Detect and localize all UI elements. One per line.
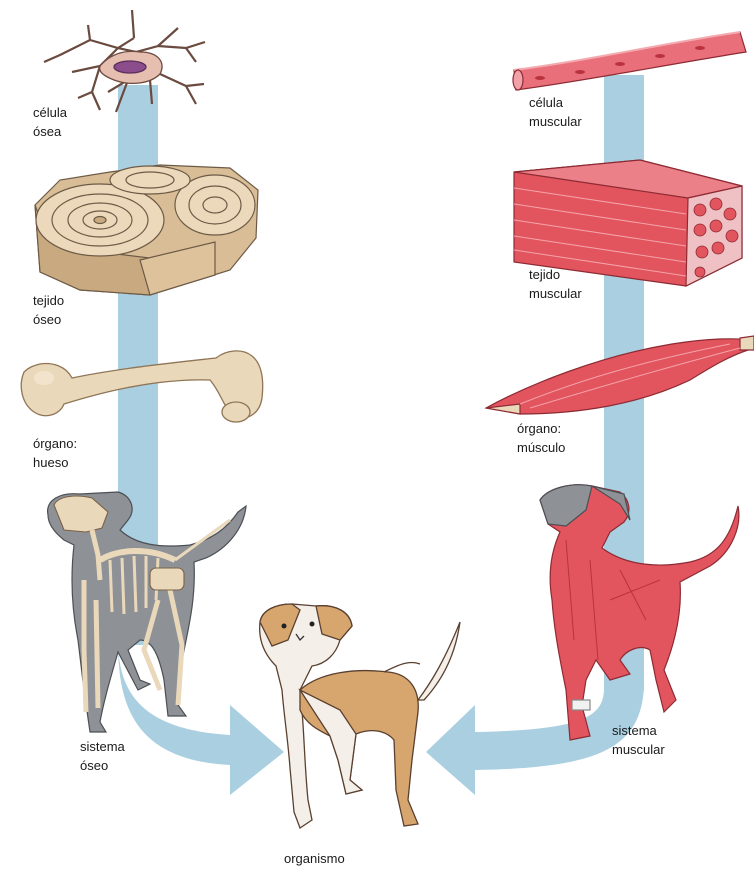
label-muscle-tissue-line1: tejido: [529, 267, 560, 282]
muscular-system-dog-illustration: [539, 484, 740, 741]
label-muscular-system-line1: sistema: [612, 723, 658, 738]
bone-organ-illustration: [20, 350, 264, 423]
muscle-organ-illustration: [484, 335, 754, 415]
label-muscle-tissue-line2: muscular: [529, 286, 582, 301]
label-muscle-organ-line2: músculo: [517, 440, 565, 455]
label-muscle-cell-line2: muscular: [529, 114, 582, 129]
label-bone-organ-line1: órgano:: [33, 436, 77, 451]
label-organism: organismo: [284, 851, 345, 866]
bone-tissue-illustration: [34, 164, 259, 296]
label-skeletal-system-line2: óseo: [80, 758, 108, 773]
label-bone-tissue-line2: óseo: [33, 312, 61, 327]
label-bone-cell-line1: célula: [33, 105, 68, 120]
label-bone-cell-line2: ósea: [33, 124, 62, 139]
label-muscular-system-line2: muscular: [612, 742, 665, 757]
label-muscle-organ-line1: órgano:: [517, 421, 561, 436]
organism-dog-illustration: [258, 603, 461, 829]
muscle-tissue-illustration: [513, 159, 743, 287]
muscle-cell-illustration: [512, 31, 747, 91]
label-bone-organ-line2: hueso: [33, 455, 68, 470]
bone-cell-illustration: [43, 9, 206, 113]
skeletal-system-dog-illustration: [47, 491, 247, 733]
label-skeletal-system-line1: sistema: [80, 739, 126, 754]
label-muscle-cell-line1: célula: [529, 95, 564, 110]
label-bone-tissue-line1: tejido: [33, 293, 64, 308]
